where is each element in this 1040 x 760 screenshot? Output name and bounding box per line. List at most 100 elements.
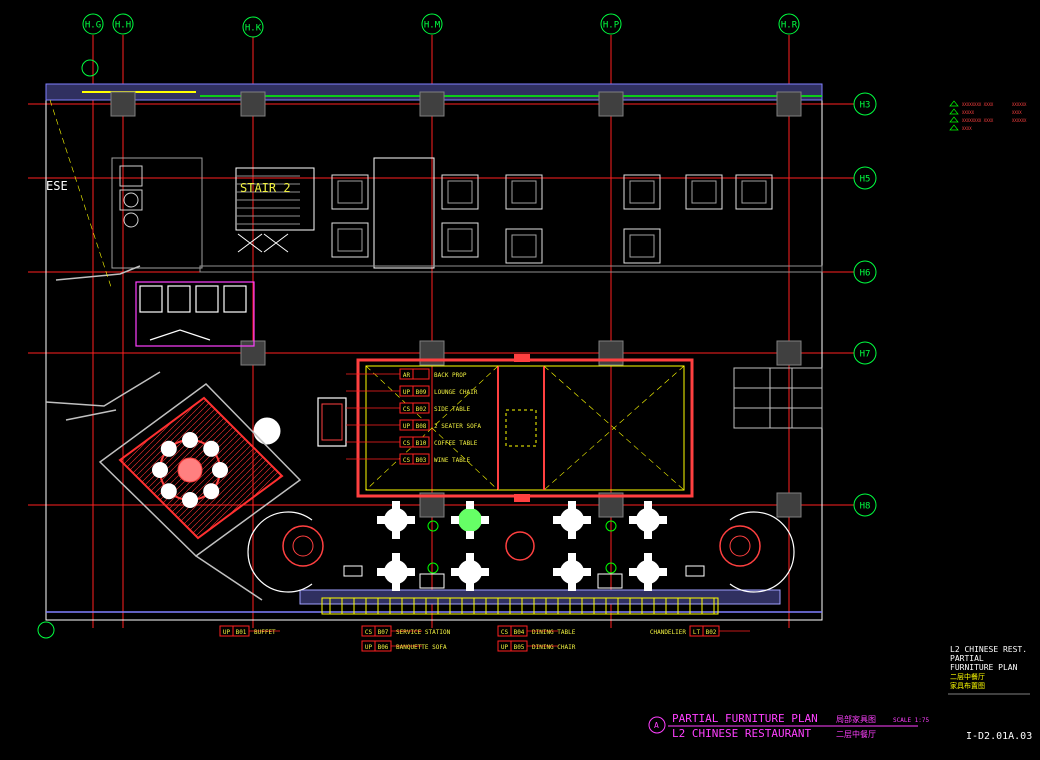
furniture-unit-inner xyxy=(337,228,363,252)
section-markers xyxy=(37,59,99,639)
planter xyxy=(605,520,617,532)
vip-chair xyxy=(212,462,228,478)
dining-chair xyxy=(451,516,459,524)
bottom-tag-num: B04 xyxy=(514,629,525,636)
restroom-block xyxy=(135,281,255,347)
tag-num: B08 xyxy=(416,423,427,430)
grid-label-top: H.R xyxy=(781,21,798,31)
banquettes xyxy=(247,511,795,593)
tag-num-box xyxy=(412,385,430,397)
grid-label-right: H3 xyxy=(860,101,871,111)
title-line2-cn: 二层中餐厅 xyxy=(836,729,876,739)
bottom-tag-desc: DINING TABLE xyxy=(532,629,576,636)
titleblock-line4: 二层中餐厅 xyxy=(950,672,985,681)
partial-room-text: ESE xyxy=(46,179,68,193)
furniture-unit-inner xyxy=(511,180,537,204)
furniture-unit-inner xyxy=(447,180,473,204)
furniture-unit-inner xyxy=(691,180,717,204)
dining-chair xyxy=(644,583,652,591)
furniture-unit xyxy=(623,228,661,264)
tag-num: B02 xyxy=(416,406,427,413)
tag-desc: COFFEE TABLE xyxy=(434,440,478,447)
legend-symbol xyxy=(949,116,959,123)
tag-num: B03 xyxy=(416,457,427,464)
vip-chair xyxy=(160,483,177,500)
vip-chair xyxy=(182,492,198,508)
tag-num-box xyxy=(412,368,430,380)
furniture-unit xyxy=(331,222,369,258)
tag-desc: SIDE TABLE xyxy=(434,406,471,413)
planter xyxy=(427,520,439,532)
vip-table-center xyxy=(177,457,203,483)
tag-code: CS xyxy=(403,406,411,413)
legend-value: XXXX xyxy=(1012,110,1022,115)
grid-bubble-right xyxy=(853,493,877,517)
vip-dining-room xyxy=(98,383,302,557)
bottom-tag-code: CS xyxy=(365,629,373,636)
tag-num: B09 xyxy=(416,389,427,396)
column xyxy=(776,340,802,366)
legend-symbol xyxy=(949,100,959,107)
grid-bubble-top xyxy=(82,13,104,35)
dining-chair xyxy=(568,553,576,561)
dining-chair xyxy=(568,501,576,509)
titleblock-line5: 家具布置图 xyxy=(950,681,985,690)
sideboard xyxy=(343,565,363,577)
dining-table xyxy=(458,508,482,532)
vip-chair xyxy=(203,440,220,457)
dining-table xyxy=(384,560,408,584)
title-line1-cn: 局部家具图 xyxy=(836,714,876,724)
dining-chair xyxy=(568,583,576,591)
grid-bubble-top xyxy=(600,13,622,35)
furniture-unit xyxy=(735,174,773,210)
grid-label-top: H.K xyxy=(245,24,262,34)
furniture-unit-inner xyxy=(629,180,655,204)
legend-symbol xyxy=(949,108,959,115)
furniture-unit xyxy=(623,174,661,210)
tag-num-box xyxy=(412,419,430,431)
dining-chair xyxy=(392,553,400,561)
legend-value: XXXXXX xyxy=(1012,118,1027,123)
title-line1: PARTIAL FURNITURE PLAN xyxy=(672,712,818,725)
dining-chair xyxy=(392,531,400,539)
dining-table xyxy=(384,508,408,532)
dining-table xyxy=(636,508,660,532)
titleblock-line2: PARTIAL xyxy=(950,654,984,663)
dining-chair xyxy=(629,516,637,524)
service-station xyxy=(597,573,623,589)
dining-chair xyxy=(407,516,415,524)
legend-symbol xyxy=(949,124,959,131)
furniture-unit xyxy=(441,222,479,258)
tag-desc: LOUNGE CHAIR xyxy=(434,389,478,396)
dining-table xyxy=(636,560,660,584)
column xyxy=(240,340,266,366)
column xyxy=(776,492,802,518)
titleblock-line1: L2 CHINESE REST. xyxy=(950,645,1027,654)
dining-table xyxy=(560,508,584,532)
upper-furniture-units xyxy=(331,174,773,264)
bottom-tag-desc: BUFFET xyxy=(254,629,276,636)
furniture-unit xyxy=(685,174,723,210)
dining-chair xyxy=(481,568,489,576)
bottom-tag-num: B06 xyxy=(378,644,389,651)
bottom-tag-desc: DINING CHAIR xyxy=(532,644,576,651)
tag-desc: BACK PROP xyxy=(434,372,467,379)
tag-code: CS xyxy=(403,440,411,447)
drawing-number: I-D2.01A.03 xyxy=(966,731,1032,742)
title-block: L2 CHINESE REST. PARTIAL FURNITURE PLAN … xyxy=(948,645,1032,742)
grid-label-right: H7 xyxy=(860,350,871,360)
furniture-unit-inner xyxy=(629,234,655,258)
sideboard xyxy=(685,565,705,577)
dining-chair xyxy=(377,568,385,576)
bottom-tag-num: B01 xyxy=(236,629,247,636)
grid-label-top: H.P xyxy=(603,21,620,31)
bottom-tag-num: B07 xyxy=(378,629,389,636)
service-station xyxy=(419,573,445,589)
column xyxy=(776,91,802,117)
bottom-tag-desc: SERVICE STATION xyxy=(396,629,451,636)
legend-text: XXXX xyxy=(962,126,972,131)
legend-value: XXXXXX xyxy=(1012,102,1027,107)
vip-chair xyxy=(203,483,220,500)
